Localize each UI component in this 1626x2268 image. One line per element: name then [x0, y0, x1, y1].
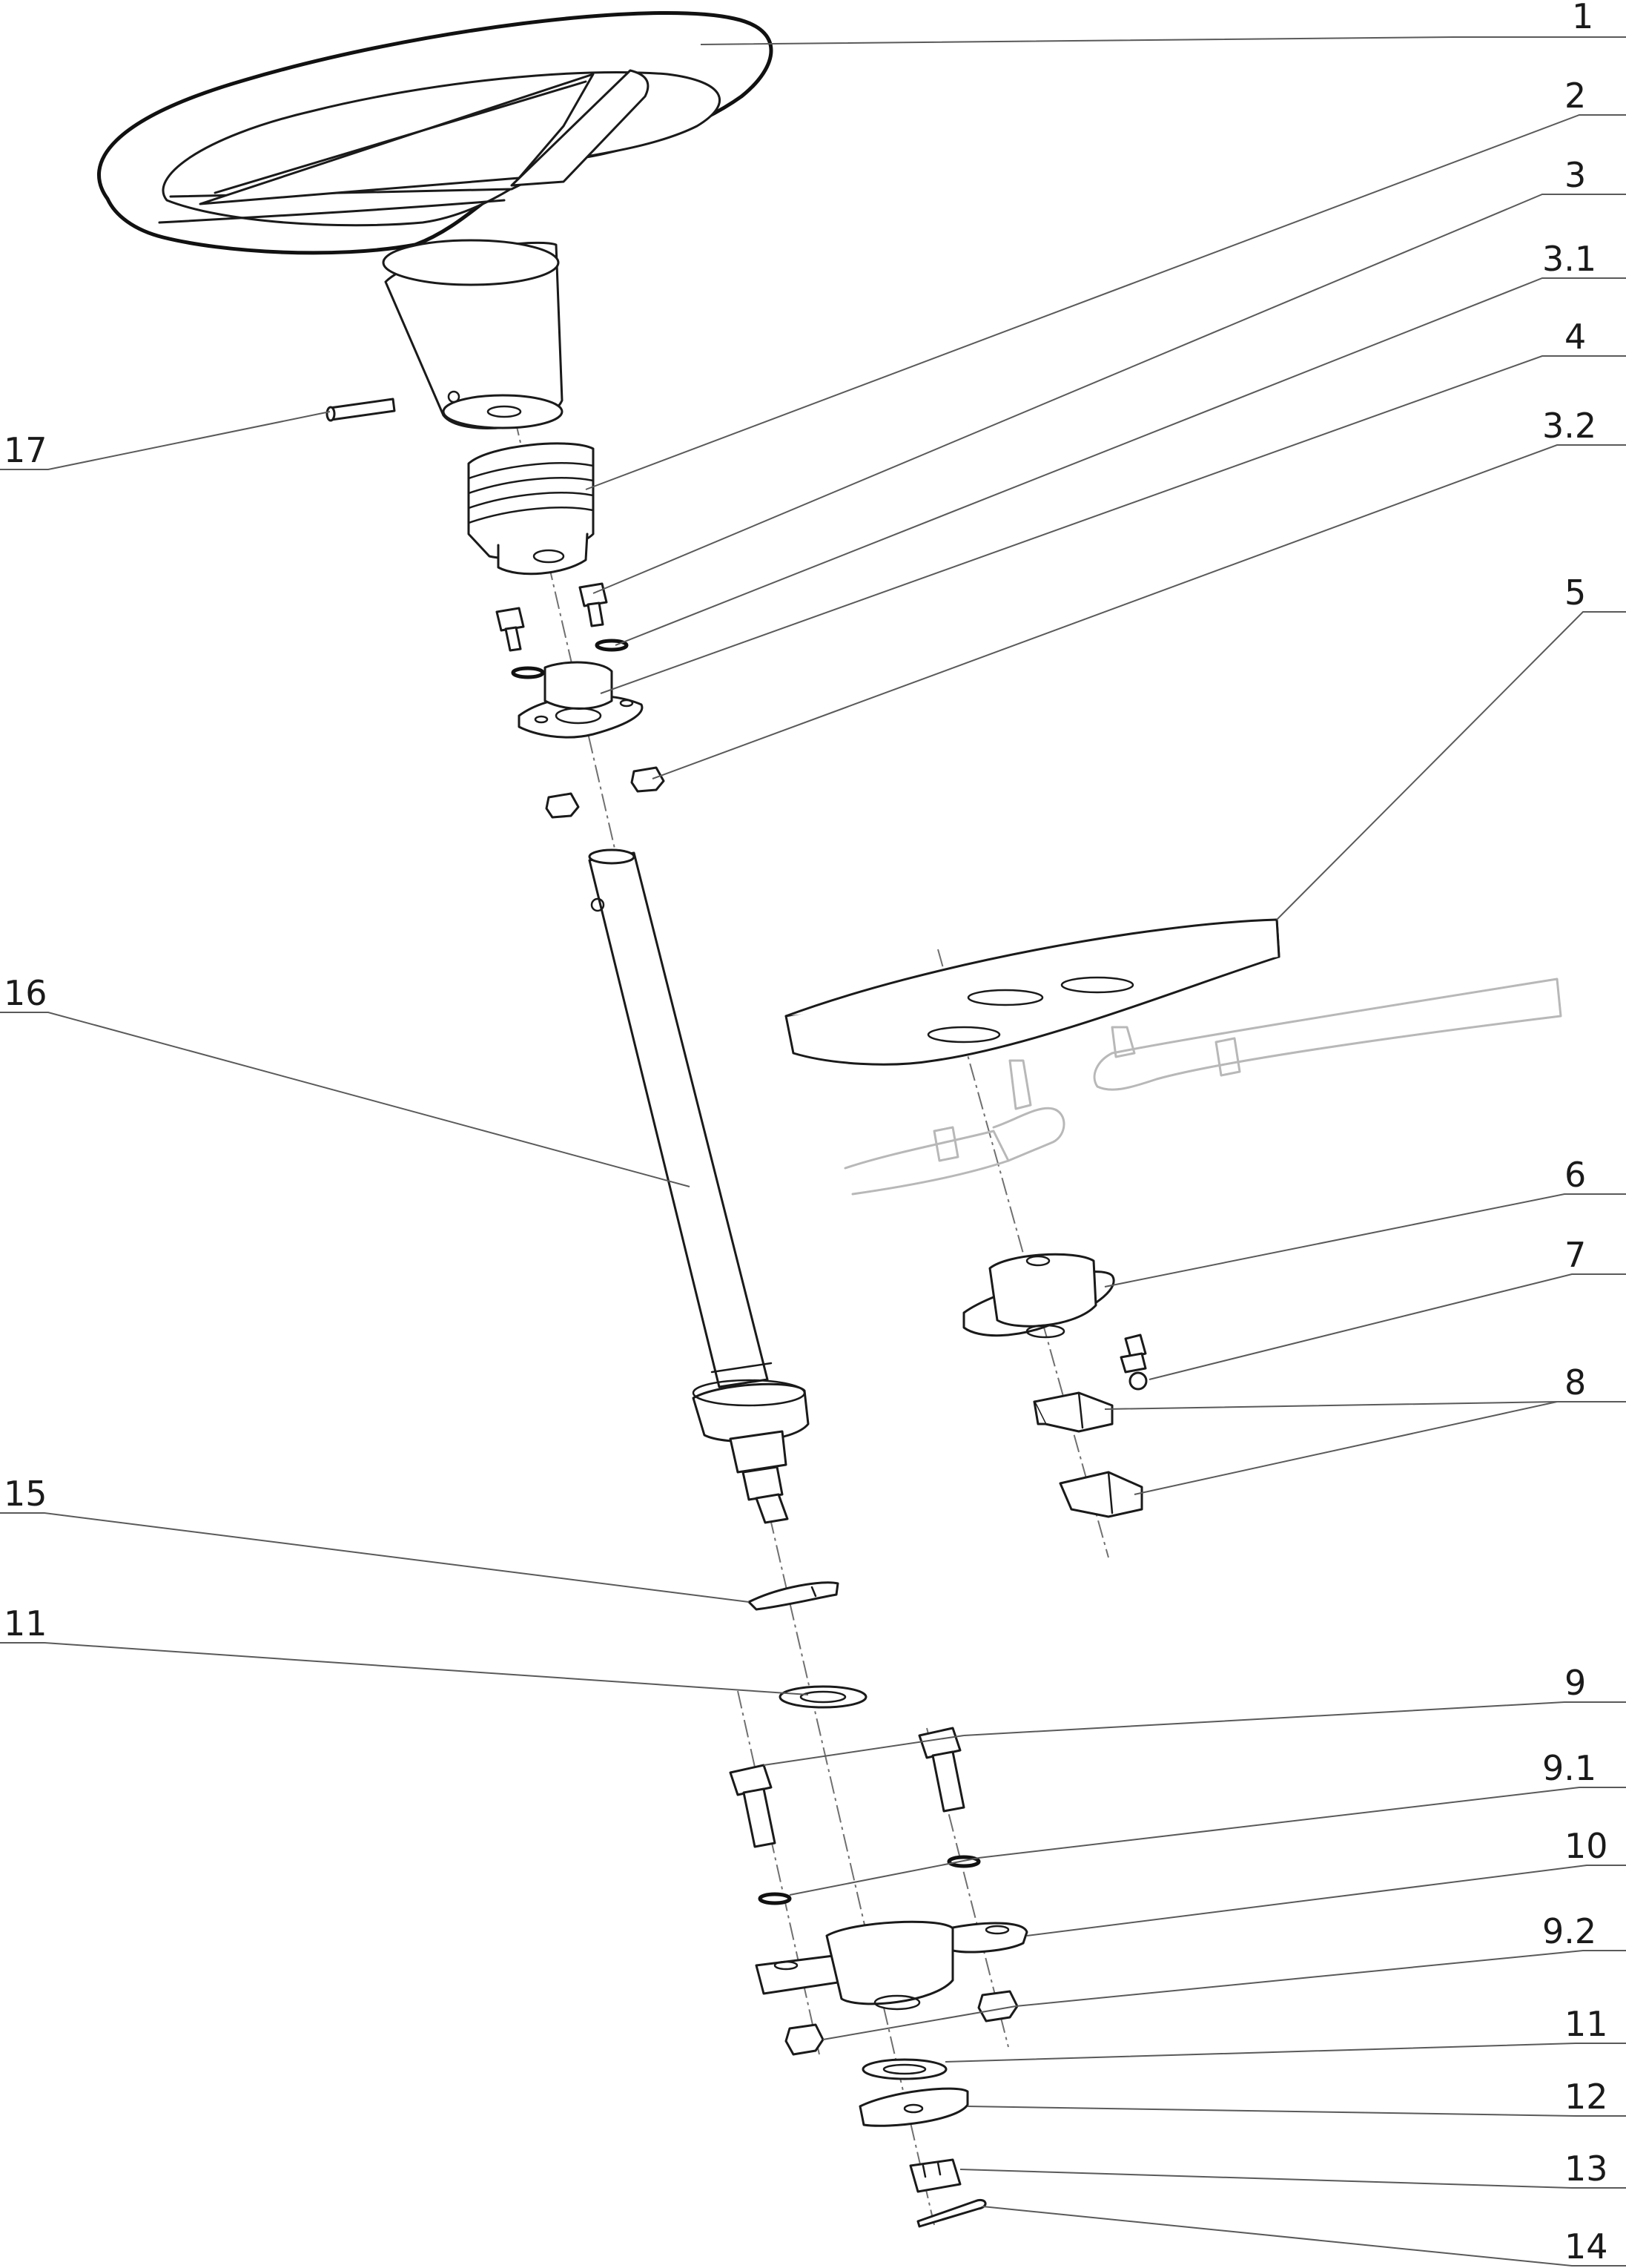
part-14-cotter-pin: [916, 2199, 987, 2228]
part-10-flange-bearing: [755, 1920, 1028, 2011]
ghost-tie-rods: [844, 978, 1562, 1196]
part-2-threaded-bushing: [467, 442, 595, 576]
part-4-flange-bushing: [518, 661, 644, 739]
callout-12: 12: [1564, 2077, 1608, 2117]
callout-3-2: 3.2: [1542, 406, 1596, 446]
part-7-grease-fitting: [1120, 1334, 1148, 1391]
callout-14: 14: [1564, 2226, 1608, 2267]
callout-9-1: 9.1: [1542, 1748, 1596, 1788]
part-16-steering-shaft: [588, 848, 810, 1524]
callout-16: 16: [4, 973, 47, 1013]
callout-9-2: 9.2: [1542, 1911, 1596, 1951]
part-9-bolt-left: [729, 1764, 776, 1848]
part-8-hex-nut-upper: [1033, 1391, 1114, 1433]
callout-4: 4: [1564, 317, 1586, 357]
callout-17: 17: [4, 430, 47, 470]
part-3-bolt-right: [578, 582, 608, 627]
callout-11-upper: 11: [4, 1603, 47, 1644]
callout-8: 8: [1564, 1362, 1586, 1402]
leader-lines: [0, 36, 1626, 2267]
part-8-hex-nut-lower: [1059, 1471, 1143, 1518]
callout-2: 2: [1564, 76, 1586, 116]
callout-5: 5: [1564, 573, 1586, 613]
callout-7: 7: [1564, 1235, 1586, 1275]
part-13-castle-nut: [909, 2158, 962, 2193]
callout-9: 9: [1564, 1663, 1586, 1703]
callout-1: 1: [1572, 0, 1593, 36]
part-3-2-nuts: [545, 766, 665, 819]
callout-15: 15: [4, 1474, 47, 1514]
part-6-flanged-hub: [962, 1253, 1115, 1339]
part-3-bolt-left: [495, 607, 525, 652]
callout-3: 3: [1564, 155, 1586, 195]
part-12-thrust-disc: [859, 2087, 969, 2127]
callout-11-lower: 11: [1564, 2004, 1608, 2044]
callout-3-1: 3.1: [1542, 239, 1596, 279]
part-15-tab-washer: [747, 1581, 839, 1611]
part-5-steering-plate: [784, 918, 1280, 1066]
part-11-washer-upper: [779, 1685, 867, 1709]
part-9-bolt-right: [918, 1727, 965, 1813]
callout-13: 13: [1564, 2149, 1608, 2189]
part-1-steering-wheel: [96, 11, 773, 429]
callout-10: 10: [1564, 1826, 1608, 1866]
callout-labels: 1 2 3 3.1 4 3.2 5 16 17 6 7 8 15 11 9 9.…: [4, 0, 1608, 2267]
part-9-2-nuts: [784, 1990, 1019, 2056]
callout-6: 6: [1564, 1155, 1586, 1195]
part-17-roll-pin: [325, 398, 396, 422]
part-11-washer-lower: [862, 2058, 948, 2080]
